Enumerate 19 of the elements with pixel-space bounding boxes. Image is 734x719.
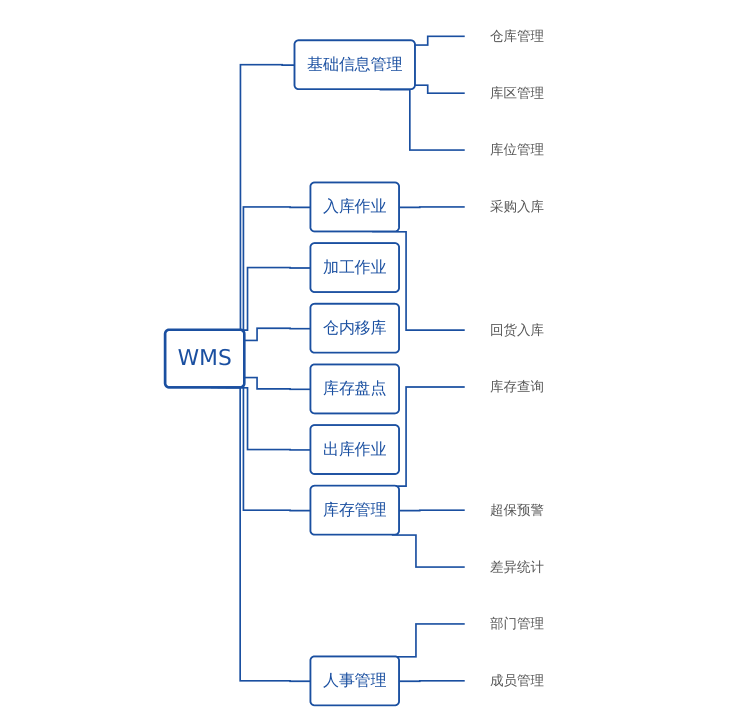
- node-text: 部门管理: [490, 616, 544, 632]
- node-text: 库区管理: [490, 84, 544, 101]
- node-text: 库位管理: [490, 142, 544, 158]
- node-text: 成员管理: [490, 672, 544, 688]
- connector: [392, 534, 466, 568]
- connector: [244, 327, 311, 342]
- node-text: 仓库管理: [490, 28, 544, 44]
- node-text: 超保预警: [490, 502, 544, 518]
- node-text: 采购入库: [490, 198, 544, 214]
- node-text: 库存查询: [490, 378, 544, 395]
- node-text: 回货入库: [490, 322, 544, 338]
- connector: [399, 206, 466, 208]
- node-text: 差异统计: [490, 558, 544, 575]
- connector: [415, 84, 466, 94]
- connector: [399, 680, 466, 682]
- connector: [372, 230, 466, 331]
- connector: [399, 509, 466, 512]
- connector: [244, 376, 311, 390]
- connector: [415, 35, 466, 46]
